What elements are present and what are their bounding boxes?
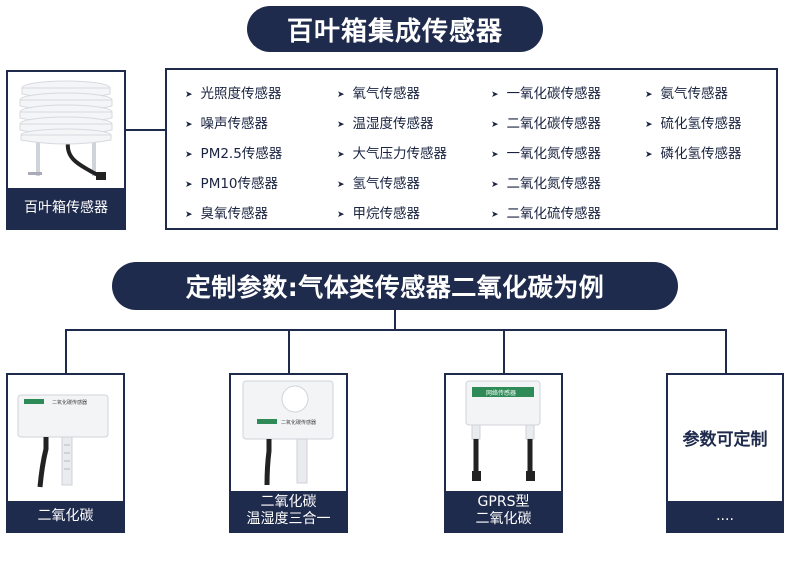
arrow-bullet-icon: ➤: [185, 150, 193, 160]
device-label-text: 网络传感器: [486, 389, 516, 397]
product-name-line: GPRS型: [477, 494, 530, 510]
sensor-list-item[interactable]: ➤ 一氧化氮传感器: [491, 142, 601, 162]
arrow-bullet-icon: ➤: [491, 210, 499, 220]
sensor-list-item[interactable]: ➤ 氢气传感器: [337, 172, 420, 192]
device-label-text: 二氧化碳传感器: [52, 399, 87, 406]
sensor-list-item[interactable]: ➤ 二氧化氮传感器: [491, 172, 601, 192]
sensor-list-item[interactable]: ➤ 二氧化硫传感器: [491, 202, 601, 222]
sensor-list-item[interactable]: ➤ 甲烷传感器: [337, 202, 420, 222]
arrow-bullet-icon: ➤: [645, 120, 653, 130]
sensor-list-item-label: 甲烷传感器: [352, 206, 421, 222]
arrow-bullet-icon: ➤: [491, 90, 499, 100]
product-name-line: 二氧化碳: [260, 494, 317, 510]
sensor-list-item[interactable]: ➤ 大气压力传感器: [337, 142, 447, 162]
sensor-list-item-label: 氨气传感器: [660, 86, 729, 102]
product-name-line: 二氧化碳: [37, 507, 94, 524]
arrow-bullet-icon: ➤: [185, 210, 193, 220]
connector-line: [126, 129, 166, 131]
sensor-list-item-label: 臭氧传感器: [200, 206, 269, 222]
product-card-co2-temp-humidity[interactable]: 二氧化碳传感器 二氧化碳 温湿度三合一: [229, 373, 348, 533]
sensor-list-item[interactable]: ➤ 光照度传感器: [185, 82, 282, 102]
sensor-list-item[interactable]: ➤ 臭氧传感器: [185, 202, 268, 222]
arrow-bullet-icon: ➤: [645, 90, 653, 100]
product-name-line: ....: [716, 507, 734, 524]
sensor-list-item-label: 光照度传感器: [200, 86, 282, 102]
sensor-list-item[interactable]: ➤ 一氧化碳传感器: [491, 82, 601, 102]
sensor-list-item[interactable]: ➤ PM2.5传感器: [185, 142, 282, 162]
product-card-label: 二氧化碳: [8, 501, 123, 531]
sensor-list-item[interactable]: ➤ 二氧化碳传感器: [491, 112, 601, 132]
product-name-line: 温湿度三合一: [246, 511, 331, 527]
arrow-bullet-icon: ➤: [645, 150, 653, 160]
tree-horizontal-line: [65, 329, 726, 331]
product-name: 百叶箱传感器: [24, 199, 108, 216]
co2-temp-humidity-sensor-image: 二氧化碳传感器: [242, 380, 334, 486]
section-title-custom-params: 定制参数:气体类传感器二氧化碳为例: [112, 262, 678, 310]
sensor-list-item[interactable]: ➤ 温湿度传感器: [337, 112, 434, 132]
shutter-box-image: [19, 80, 113, 180]
customizable-text: 参数可定制: [682, 430, 768, 450]
sensor-list-item-label: 二氧化硫传感器: [506, 206, 602, 222]
product-card-label: ....: [668, 501, 782, 531]
product-card-customizable[interactable]: 参数可定制 ....: [666, 373, 784, 533]
sensor-list-item-label: 一氧化氮传感器: [506, 146, 602, 162]
product-card-label: GPRS型 二氧化碳: [446, 491, 561, 531]
sensor-list-panel: ➤ 光照度传感器 ➤ 噪声传感器 ➤ PM2.5传感器 ➤ PM10传感器 ➤ 臭氧传感器 ➤ 氧气传…: [165, 68, 778, 230]
sensor-list-item[interactable]: ➤ PM10传感器: [185, 172, 278, 192]
product-card-shutter-box[interactable]: 百叶箱传感器: [6, 70, 126, 230]
arrow-bullet-icon: ➤: [185, 180, 193, 190]
tree-branch-line: [725, 329, 727, 374]
arrow-bullet-icon: ➤: [185, 90, 193, 100]
sensor-list-item[interactable]: ➤ 硫化氢传感器: [645, 112, 742, 132]
arrow-bullet-icon: ➤: [491, 120, 499, 130]
section-title-shutter-box: 百叶箱集成传感器: [247, 6, 543, 52]
sensor-list-item-label: 一氧化碳传感器: [506, 86, 602, 102]
sensor-list-item[interactable]: ➤ 氧气传感器: [337, 82, 420, 102]
product-name-line: 二氧化碳: [475, 511, 532, 527]
arrow-bullet-icon: ➤: [337, 150, 345, 160]
sensor-list-item-label: 二氧化氮传感器: [506, 176, 602, 192]
sensor-list-item-label: 大气压力传感器: [352, 146, 448, 162]
arrow-bullet-icon: ➤: [491, 150, 499, 160]
arrow-bullet-icon: ➤: [491, 180, 499, 190]
sensor-list-item[interactable]: ➤ 磷化氢传感器: [645, 142, 742, 162]
sensor-list-item-label: 氢气传感器: [352, 176, 421, 192]
arrow-bullet-icon: ➤: [337, 180, 345, 190]
sensor-list-item-label: 二氧化碳传感器: [506, 116, 602, 132]
product-card-label: 二氧化碳 温湿度三合一: [231, 491, 346, 531]
device-label-text: 二氧化碳传感器: [281, 419, 316, 426]
tree-branch-line: [65, 329, 67, 374]
tree-branch-line: [503, 329, 505, 374]
sensor-list-item-label: 磷化氢传感器: [660, 146, 742, 162]
arrow-bullet-icon: ➤: [337, 120, 345, 130]
sensor-list-item-label: 氧气传感器: [352, 86, 421, 102]
product-card-label: 百叶箱传感器: [8, 188, 124, 228]
arrow-bullet-icon: ➤: [185, 120, 193, 130]
sensor-list-item[interactable]: ➤ 氨气传感器: [645, 82, 728, 102]
sensor-list-item-label: 噪声传感器: [200, 116, 269, 132]
sensor-list-item-label: 温湿度传感器: [352, 116, 434, 132]
product-card-co2[interactable]: 二氧化碳传感器 二氧化碳: [6, 373, 125, 533]
tree-branch-line: [288, 329, 290, 374]
sensor-list-item[interactable]: ➤ 噪声传感器: [185, 112, 268, 132]
sensor-list-item-label: 硫化氢传感器: [660, 116, 742, 132]
arrow-bullet-icon: ➤: [337, 210, 345, 220]
co2-sensor-image: 二氧化碳传感器: [17, 394, 109, 488]
tree-trunk-line: [394, 310, 396, 330]
product-card-gprs-co2[interactable]: 网络传感器 GPRS型 二氧化碳: [444, 373, 563, 533]
arrow-bullet-icon: ➤: [337, 90, 345, 100]
gprs-co2-sensor-image: 网络传感器: [465, 380, 541, 481]
sensor-list-item-label: PM10传感器: [200, 176, 279, 192]
sensor-list-item-label: PM2.5传感器: [200, 146, 283, 162]
